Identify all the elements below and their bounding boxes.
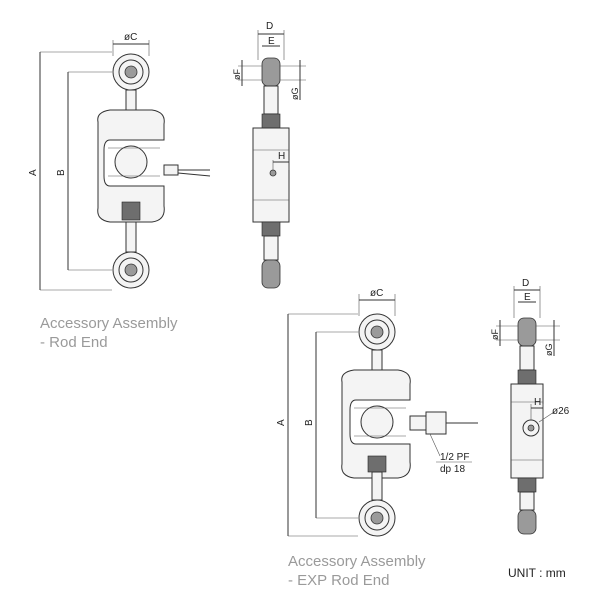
rod-end-caption: Accessory Assembly - Rod End: [40, 314, 178, 352]
exp-dim-g-label: øG: [544, 344, 554, 357]
pf-thread-label: 1/2 PF: [440, 452, 469, 463]
dim-c-label: øC: [124, 32, 137, 43]
exp-rod-end-front-view: [287, 294, 478, 537]
exp-dim-d-label: D: [522, 278, 529, 289]
exp-dim-e-label: E: [524, 292, 531, 303]
exp-dim-d26-label: ø26: [552, 406, 570, 417]
exp-rod-end-side-view: [496, 286, 560, 535]
dim-b-label: B: [56, 169, 67, 176]
dim-h-label: H: [278, 151, 285, 162]
exp-dim-f-label: øF: [490, 329, 500, 340]
exp-dim-b-label: B: [304, 419, 315, 426]
pf-depth-label: dp 18: [440, 464, 465, 475]
exp-dim-a-label: A: [276, 419, 287, 426]
rod-end-caption-line2: - Rod End: [40, 334, 108, 351]
rod-end-side-view: [238, 30, 306, 289]
rod-end-caption-line1: Accessory Assembly: [40, 315, 178, 332]
exp-caption-line1: Accessory Assembly: [288, 553, 426, 570]
exp-dim-c-label: øC: [370, 288, 383, 299]
exp-caption-line2: - EXP Rod End: [288, 572, 390, 589]
unit-label: UNIT : mm: [508, 566, 566, 580]
dim-g-label: øG: [290, 88, 300, 101]
dim-f-label: øF: [232, 69, 242, 80]
rod-end-front-view: [39, 40, 211, 291]
exp-dim-h-label: H: [534, 397, 541, 408]
dim-a-label: A: [28, 169, 39, 176]
exp-rod-end-caption: Accessory Assembly - EXP Rod End: [288, 552, 426, 590]
dim-e-label: E: [268, 36, 275, 47]
dim-d-label: D: [266, 21, 273, 32]
